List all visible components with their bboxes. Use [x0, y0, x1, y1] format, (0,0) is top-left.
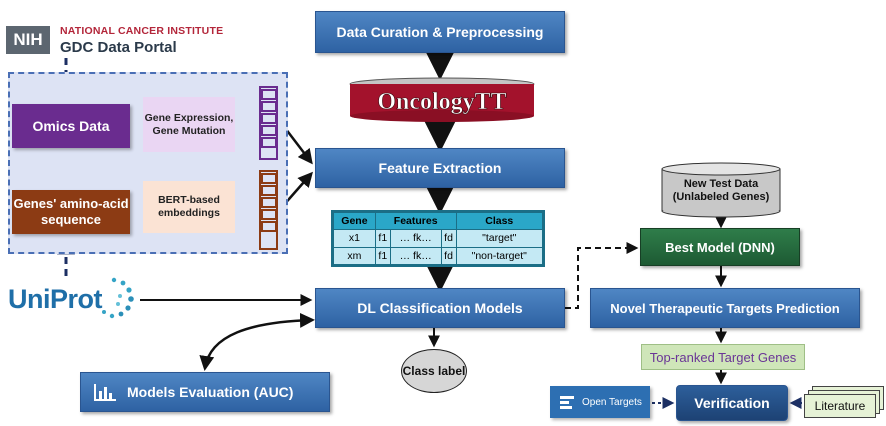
dl-classification-models-box: DL Classification Models	[315, 288, 565, 328]
novel-targets-prediction-box: Novel Therapeutic Targets Prediction	[590, 288, 860, 328]
uniprot-dots-icon	[102, 277, 134, 319]
table-cell-f1: f1	[374, 246, 391, 266]
table-header-gene: Gene	[333, 211, 376, 231]
table-header-class: Class	[455, 211, 544, 231]
table-cell-fk: … fk…	[389, 246, 442, 266]
bar-chart-icon	[94, 384, 116, 401]
literature-label: Literature	[804, 394, 876, 418]
feature-table: Gene Features Class x1 f1 … fk… fd "targ…	[331, 210, 545, 267]
class-label-ellipse: Class label	[401, 349, 467, 393]
bert-embeddings-description: BERT-based embeddings	[143, 181, 235, 233]
models-evaluation-box: Models Evaluation (AUC)	[80, 372, 330, 412]
embedding-feature-vector-icon	[259, 170, 278, 250]
table-header-features: Features	[374, 211, 457, 231]
verification-box: Verification	[676, 385, 788, 421]
open-targets-logo: Open Targets	[550, 386, 650, 418]
oncology-tt-banner: OncologyTT	[348, 76, 536, 123]
new-test-data-cylinder: New Test Data (Unlabeled Genes)	[661, 162, 781, 218]
table-cell-f1: f1	[374, 229, 391, 248]
top-ranked-genes-box: Top-ranked Target Genes	[641, 344, 805, 370]
gdc-portal-name: GDC Data Portal	[60, 39, 177, 56]
literature-stack: Literature	[802, 386, 886, 420]
data-curation-box: Data Curation & Preprocessing	[315, 11, 565, 53]
omics-feature-vector-icon	[259, 86, 278, 160]
open-targets-label: Open Targets	[582, 396, 642, 408]
nih-badge: NIH	[6, 26, 50, 54]
open-targets-icon	[560, 396, 574, 409]
table-cell-fk: … fk…	[389, 229, 442, 248]
uniprot-logo: UniProt	[8, 277, 138, 322]
uniprot-name: UniProt	[8, 284, 103, 314]
omics-data-box: Omics Data	[12, 104, 130, 148]
nih-gdc-logo: NIH NATIONAL CANCER INSTITUTE GDC Data P…	[6, 24, 234, 58]
table-row: xm f1 … fk… fd "non-target"	[333, 246, 544, 266]
nih-institute-name: NATIONAL CANCER INSTITUTE	[60, 25, 224, 37]
oncology-tt-title: OncologyTT	[377, 89, 506, 115]
table-cell-gene: x1	[333, 229, 376, 248]
table-cell-fd: fd	[440, 229, 457, 248]
feature-extraction-box: Feature Extraction	[315, 148, 565, 188]
table-cell-fd: fd	[440, 246, 457, 266]
table-cell-class: "non-target"	[455, 246, 544, 266]
models-evaluation-label: Models Evaluation (AUC)	[127, 384, 294, 400]
amino-acid-sequence-box: Genes' amino-acid sequence	[12, 190, 130, 234]
table-cell-class: "target"	[455, 229, 544, 248]
new-test-data-label: New Test Data (Unlabeled Genes)	[672, 178, 770, 203]
omics-description: Gene Expression, Gene Mutation	[143, 97, 235, 152]
table-cell-gene: xm	[333, 246, 376, 266]
table-row: x1 f1 … fk… fd "target"	[333, 229, 544, 248]
best-model-box: Best Model (DNN)	[640, 228, 800, 266]
